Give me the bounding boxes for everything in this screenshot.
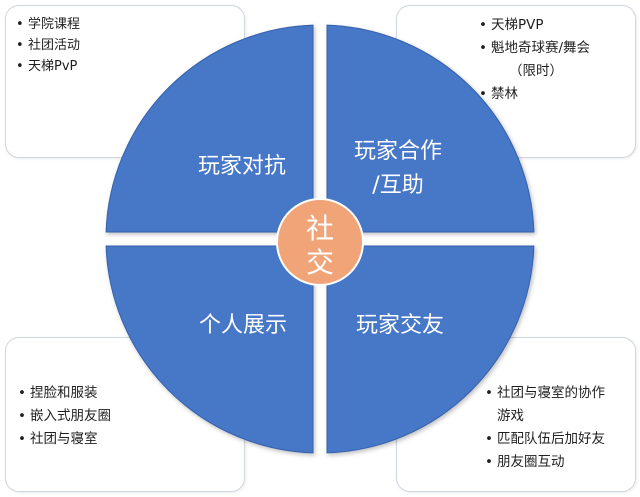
list-item: 社团与寝室 — [18, 428, 234, 451]
quadrant-label-bottom-right: 玩家交友 — [356, 313, 444, 338]
list-item: 天梯PVP — [479, 14, 625, 37]
quadrant-label-top-left: 玩家对抗 — [198, 154, 286, 179]
list-item: 捏脸和服装 — [18, 382, 234, 405]
list-item: 嵌入式朋友圈 — [18, 405, 234, 428]
list-item: 学院课程 — [16, 14, 234, 35]
center-label-line2: 交 — [306, 246, 334, 279]
quadrant-label-bottom-left: 个人展示 — [199, 313, 287, 338]
list-item-line: （限时） — [509, 63, 563, 79]
list-item: 匹配队伍后加好友 — [485, 428, 625, 451]
quadrant-label-top-right-line1: 玩家合作 — [354, 139, 442, 164]
list-item: 魁地奇球赛/舞会 （限时） — [479, 37, 625, 83]
list-item: 社团活动 — [16, 35, 234, 56]
list-item: 天梯PvP — [16, 56, 234, 77]
center-label-line1: 社 — [306, 212, 334, 245]
quadrant-top-left — [105, 24, 314, 233]
center-circle — [276, 198, 364, 286]
list-item-line: 社团与寝室的协作 — [497, 385, 605, 401]
list-item: 禁林 — [479, 83, 625, 106]
list-item: 社团与寝室的协作 游戏 — [485, 382, 625, 428]
list-item-line: 魁地奇球赛/舞会 — [491, 40, 591, 56]
quadrant-label-top-right-line2: /互助 — [372, 173, 423, 198]
quadrant-bottom-left — [105, 245, 314, 454]
list-item: 朋友圈互动 — [485, 451, 625, 474]
quadrant-bottom-right — [326, 245, 535, 454]
quadrant-top-right — [326, 24, 535, 233]
list-item-line: 游戏 — [497, 408, 524, 424]
